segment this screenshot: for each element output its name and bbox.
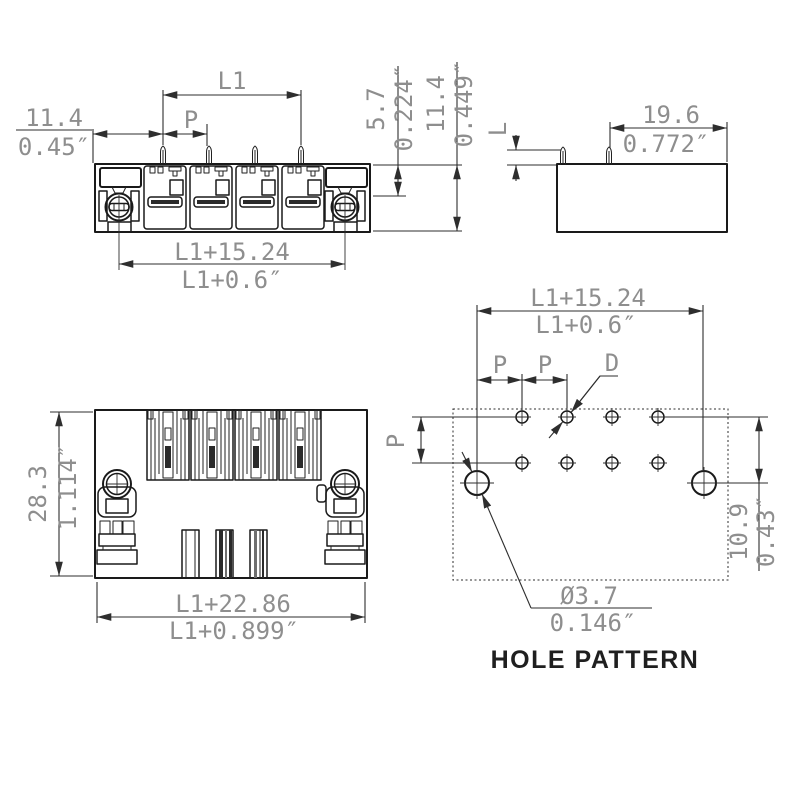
side-view bbox=[556, 146, 728, 233]
signal-hole-r2c3 bbox=[602, 453, 622, 473]
dim-offset-mm: 11.4 bbox=[25, 104, 83, 132]
bottom-module-1 bbox=[146, 409, 190, 481]
pole-module-2 bbox=[189, 165, 233, 230]
hole-pattern-view bbox=[412, 305, 768, 581]
mounting-hole-right bbox=[686, 466, 722, 500]
hole-pattern-dimensions: L1+15.24 L1+0.6″ P P D P 10.9 0.43″ Ø3.7… bbox=[382, 284, 780, 674]
side-pin-2 bbox=[606, 146, 612, 166]
signal-hole-r2c1 bbox=[512, 453, 532, 473]
pole-module-3 bbox=[235, 165, 279, 230]
dim-bv-height-mm: 28.3 bbox=[24, 465, 52, 523]
pin-3 bbox=[252, 145, 258, 165]
pole-module-4 bbox=[281, 165, 325, 230]
dim-pitch: P bbox=[184, 106, 198, 134]
dim-height-in: 0.449″ bbox=[450, 61, 478, 148]
solder-bar-3 bbox=[249, 529, 268, 579]
bottom-view bbox=[94, 409, 368, 579]
dim-bv-width-in: L1+0.899″ bbox=[169, 617, 299, 645]
dim-hp-mount-dia-in: 0.146″ bbox=[550, 609, 637, 637]
bottom-screw-left bbox=[96, 469, 138, 565]
bottom-module-3 bbox=[234, 409, 278, 481]
dim-offset-in: 0.45″ bbox=[18, 133, 90, 161]
signal-hole-r2c4 bbox=[648, 453, 668, 473]
dim-depth-mm: 19.6 bbox=[642, 101, 700, 129]
pin-1 bbox=[160, 145, 166, 165]
dim-bv-height-in: 1.114″ bbox=[54, 444, 82, 531]
signal-hole-r1c2 bbox=[557, 407, 577, 427]
side-view-body bbox=[556, 163, 728, 233]
front-view bbox=[94, 145, 371, 270]
dim-hp-hole-label: D bbox=[605, 349, 619, 377]
solder-bar-1 bbox=[181, 529, 200, 579]
side-view-dimensions: 19.6 0.772″ L bbox=[484, 101, 728, 181]
dim-hp-row-offset-in: 0.43″ bbox=[752, 495, 780, 567]
pcb-outline-dashed bbox=[452, 408, 729, 581]
bottom-screw-right bbox=[324, 469, 366, 565]
keying-slot bbox=[316, 484, 327, 503]
solder-bar-2 bbox=[215, 529, 234, 579]
dim-l1: L1 bbox=[218, 67, 247, 95]
flange-right bbox=[324, 167, 368, 233]
dim-front-height-mm: 5.7 bbox=[362, 87, 390, 130]
pin-4 bbox=[298, 145, 304, 165]
pin-2 bbox=[206, 145, 212, 165]
dim-screw-span-in: L1+0.6″ bbox=[181, 266, 282, 294]
dim-pin-length: L bbox=[484, 122, 512, 136]
signal-hole-r1c1 bbox=[512, 407, 532, 427]
pole-module-1 bbox=[143, 165, 187, 230]
dim-hp-span-in: L1+0.6″ bbox=[535, 311, 636, 339]
bottom-view-dimensions: 28.3 1.114″ L1+22.86 L1+0.899″ bbox=[24, 411, 366, 645]
dim-depth-in: 0.772″ bbox=[623, 130, 710, 158]
dim-hp-mount-dia-mm: Ø3.7 bbox=[560, 582, 618, 610]
dim-front-height-in: 0.224″ bbox=[390, 65, 418, 152]
dim-hp-pitch-2: P bbox=[538, 351, 552, 379]
dim-bv-width-mm: L1+22.86 bbox=[175, 590, 291, 618]
bottom-module-4 bbox=[278, 409, 322, 481]
front-view-dimensions: L1 11.4 0.45″ P 5.7 0.224″ 11.4 0.449″ L… bbox=[16, 61, 478, 294]
dim-hp-row-pitch: P bbox=[382, 434, 410, 448]
signal-hole-r1c3 bbox=[602, 407, 622, 427]
signal-hole-r2c2 bbox=[557, 453, 577, 473]
side-pin-1 bbox=[560, 146, 566, 166]
dim-hp-pitch-1: P bbox=[493, 351, 507, 379]
dim-height-mm: 11.4 bbox=[422, 75, 450, 133]
signal-hole-r1c4 bbox=[648, 407, 668, 427]
dim-hp-row-offset-mm: 10.9 bbox=[725, 503, 753, 561]
mounting-hole-left bbox=[459, 466, 495, 500]
dim-screw-span-mm: L1+15.24 bbox=[174, 238, 290, 266]
front-view-body bbox=[94, 163, 371, 233]
bottom-module-2 bbox=[190, 409, 234, 481]
flange-left bbox=[98, 167, 142, 233]
dim-hp-span-mm: L1+15.24 bbox=[530, 284, 646, 312]
hole-pattern-title: HOLE PATTERN bbox=[491, 646, 700, 674]
